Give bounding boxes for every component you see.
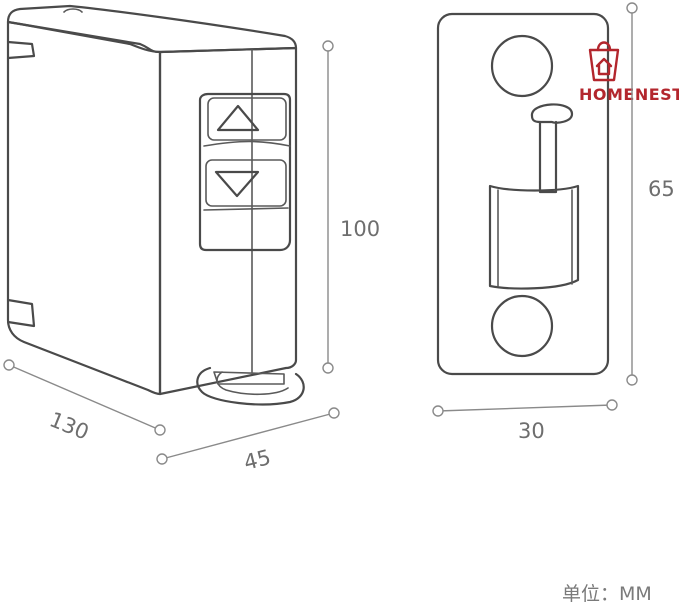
dimension-height-main: 100 (322, 40, 380, 374)
brand-logo: HOMENEST (579, 41, 679, 104)
shopping-bag-house-icon (588, 41, 620, 82)
down-arrow-icon (214, 170, 260, 198)
pull-ring-outer (196, 366, 305, 406)
up-arrow-icon (216, 104, 260, 132)
device-side-face (158, 46, 298, 396)
down-button[interactable] (205, 159, 287, 207)
device-top-notch (63, 8, 83, 13)
device-upper-clip (6, 40, 36, 60)
depth-main-label: 45 (241, 445, 273, 475)
dimension-height-plate: 65 (626, 2, 675, 386)
mounting-plate (436, 12, 610, 376)
hook-peg-head (530, 103, 574, 124)
retractable-line-device (6, 4, 305, 406)
pull-ring-inner (216, 371, 289, 396)
device-front-face (6, 20, 162, 396)
dimension-depth-main: 45 (156, 407, 340, 475)
width-main-label: 130 (46, 407, 92, 444)
up-button-frame (207, 97, 287, 141)
dimension-width-main: 130 (3, 359, 166, 445)
height-main-label: 100 (340, 217, 380, 241)
unit-label: 单位：MM (562, 583, 652, 605)
device-lower-clip (6, 298, 36, 328)
down-button-frame (205, 159, 287, 207)
pull-ring-base (213, 371, 285, 385)
pull-ring (196, 366, 305, 406)
hook-block (488, 184, 580, 290)
plate-outline (436, 12, 610, 376)
control-panel-lower-line (203, 207, 289, 211)
brand-name: HOMENEST (579, 85, 679, 104)
width-plate-label: 30 (518, 419, 545, 443)
hook-peg-stem (538, 120, 558, 194)
control-panel-separator (203, 140, 291, 147)
height-plate-label: 65 (648, 177, 675, 201)
plate-bottom-screw-hole (490, 294, 554, 358)
dimension-width-plate: 30 (432, 399, 618, 443)
plate-top-screw-hole (490, 34, 554, 98)
control-panel (198, 92, 292, 252)
up-button[interactable] (207, 97, 287, 141)
